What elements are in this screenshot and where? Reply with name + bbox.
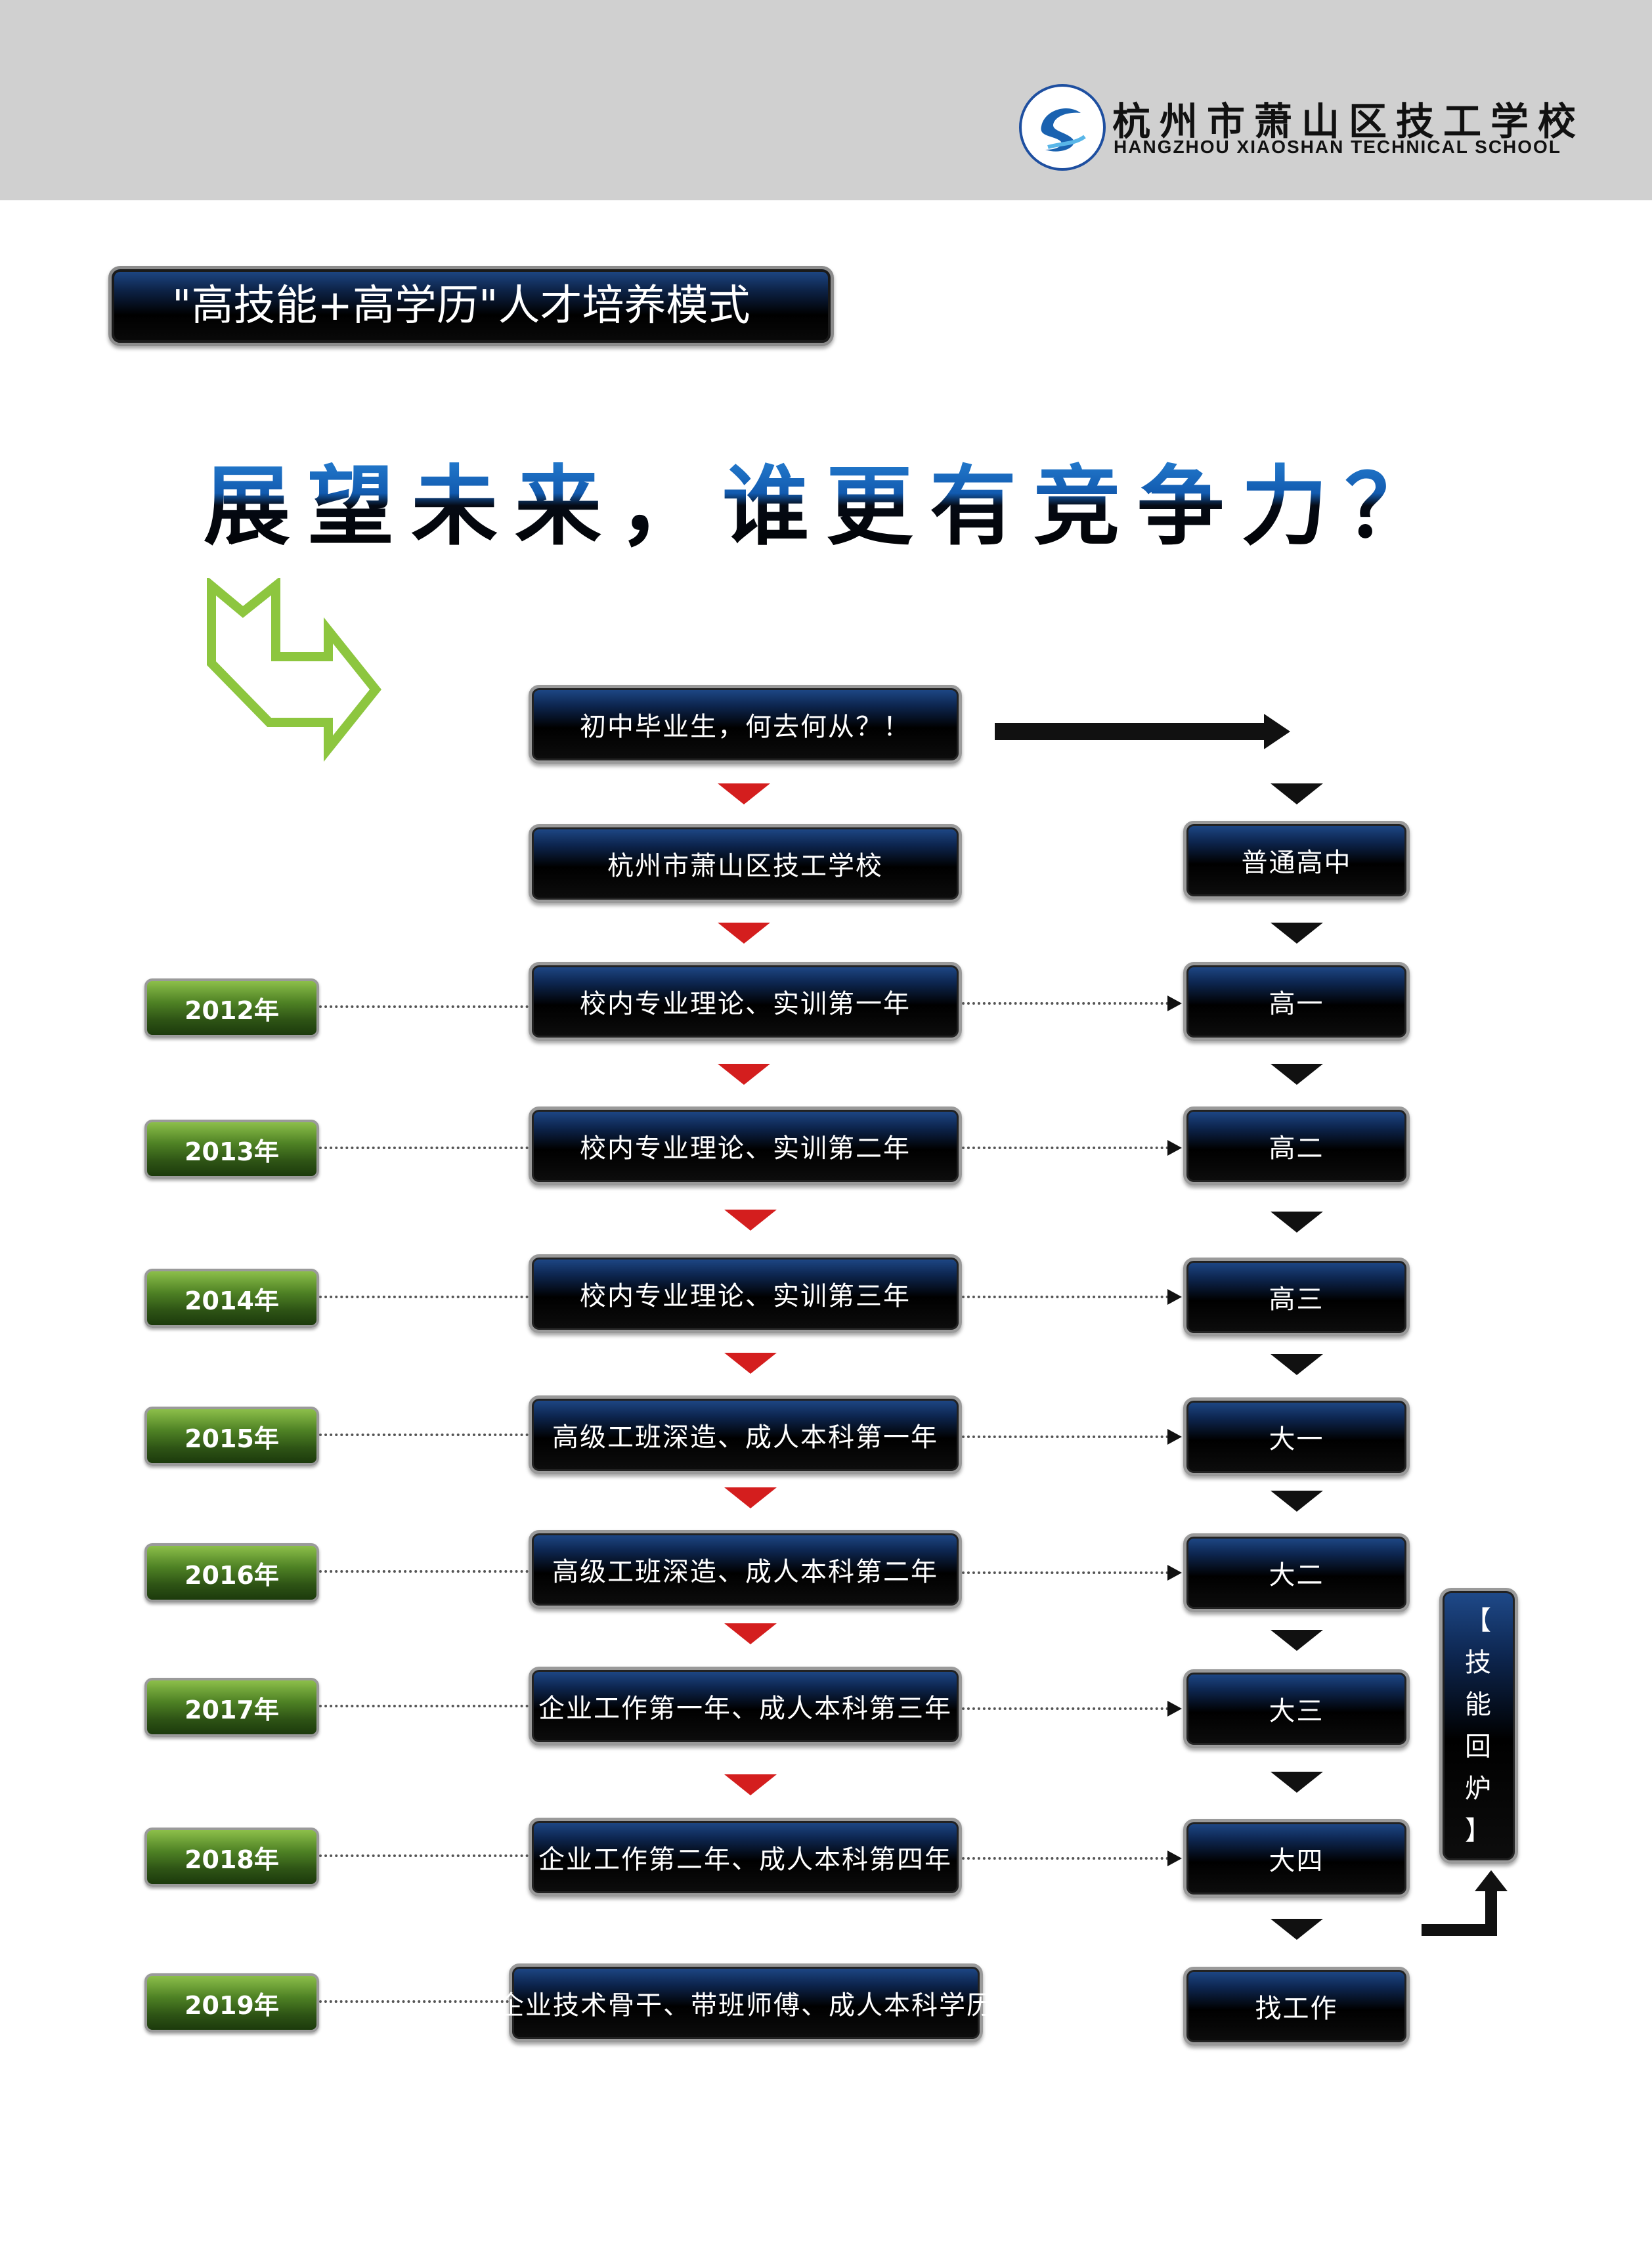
skill-return-char: 技 — [1465, 1648, 1492, 1678]
year-label-2017: 2017年 — [144, 1678, 319, 1737]
connector-dotted — [319, 1854, 529, 1857]
year-label-2016: 2016年 — [144, 1543, 319, 1602]
year-label-2013: 2013年 — [144, 1120, 319, 1179]
connector-dotted — [962, 1707, 1169, 1710]
down-arrow-black — [1271, 783, 1323, 804]
header-band — [0, 0, 1652, 200]
start-node: 初中毕业生，何去何从？！ — [529, 685, 962, 764]
arrow-to-high-school — [995, 723, 1277, 740]
year-label-2015: 2015年 — [144, 1407, 319, 1466]
skill-return-arrow-head — [1475, 1870, 1508, 1891]
connector-dotted — [319, 1705, 529, 1707]
left-step-6: 企业工作第一年、成人本科第三年 — [529, 1667, 962, 1745]
skill-return-arrow-h — [1422, 1924, 1497, 1936]
connector-dotted — [962, 1435, 1169, 1438]
connector-arrowhead — [1167, 1140, 1182, 1156]
skill-return-box: 【 技 能 回 炉 】 — [1439, 1588, 1518, 1864]
connector-dotted — [962, 1857, 1169, 1860]
connector-dotted — [319, 1434, 529, 1436]
down-arrow-black — [1271, 1919, 1323, 1940]
down-arrow-black — [1271, 1354, 1323, 1375]
down-arrow-red — [718, 1064, 770, 1085]
technical-school-node: 杭州市萧山区技工学校 — [529, 824, 962, 903]
left-step-3: 校内专业理论、实训第三年 — [529, 1254, 962, 1333]
connector-dotted — [962, 1296, 1169, 1298]
right-step-6: 大三 — [1183, 1669, 1410, 1748]
left-step-8: 企业技术骨干、带班师傅、成人本科学历 — [498, 1963, 993, 2042]
high-school-node: 普通高中 — [1183, 821, 1410, 900]
down-arrow-black — [1271, 923, 1323, 944]
connector-dotted — [319, 1296, 529, 1298]
right-step-4: 大一 — [1183, 1397, 1410, 1476]
skill-return-arrow-v — [1485, 1888, 1497, 1936]
connector-dotted — [962, 1571, 1169, 1574]
year-label-2018: 2018年 — [144, 1828, 319, 1887]
year-label-2019: 2019年 — [144, 1973, 319, 2032]
connector-dotted — [962, 1002, 1169, 1005]
year-label-2012: 2012年 — [144, 978, 319, 1038]
year-label-2014: 2014年 — [144, 1269, 319, 1328]
skill-return-char: 【 — [1465, 1606, 1492, 1636]
green-arrow-icon — [207, 578, 381, 762]
school-name-en: HANGZHOU XIAOSHAN TECHNICAL SCHOOL — [1114, 137, 1561, 157]
school-logo-icon — [1019, 84, 1106, 171]
down-arrow-red — [724, 1210, 777, 1231]
connector-arrowhead — [1167, 1851, 1182, 1866]
school-name-cn: 杭州市萧山区技工学校 — [1112, 99, 1586, 144]
right-step-8: 找工作 — [1183, 1967, 1410, 2046]
left-step-4: 高级工班深造、成人本科第一年 — [529, 1395, 962, 1474]
connector-dotted — [319, 1147, 529, 1149]
connector-dotted — [319, 1570, 529, 1573]
section-title: "高技能+高学历"人才培养模式 — [108, 266, 834, 346]
arrow-to-high-school-head — [1264, 714, 1290, 749]
down-arrow-red — [724, 1487, 777, 1508]
down-arrow-black — [1271, 1212, 1323, 1233]
right-step-3: 高三 — [1183, 1258, 1410, 1336]
skill-return-char: 炉 — [1465, 1774, 1492, 1804]
down-arrow-red — [718, 783, 770, 804]
connector-dotted — [319, 2000, 509, 2003]
connector-arrowhead — [1167, 1701, 1182, 1717]
down-arrow-red — [724, 1623, 777, 1644]
connector-arrowhead — [1167, 996, 1182, 1011]
left-step-1: 校内专业理论、实训第一年 — [529, 962, 962, 1041]
connector-arrowhead — [1167, 1565, 1182, 1581]
left-step-2: 校内专业理论、实训第二年 — [529, 1107, 962, 1185]
right-step-1: 高一 — [1183, 962, 1410, 1041]
down-arrow-red — [724, 1353, 777, 1374]
connector-dotted — [962, 1147, 1169, 1149]
left-step-5: 高级工班深造、成人本科第二年 — [529, 1530, 962, 1609]
right-step-2: 高二 — [1183, 1107, 1410, 1185]
down-arrow-black — [1271, 1630, 1323, 1651]
down-arrow-black — [1271, 1772, 1323, 1793]
right-step-7: 大四 — [1183, 1819, 1410, 1898]
down-arrow-black — [1271, 1064, 1323, 1085]
connector-arrowhead — [1167, 1289, 1182, 1305]
connector-arrowhead — [1167, 1429, 1182, 1445]
headline: 展望未来，谁更有竞争力？ — [0, 437, 1652, 562]
connector-dotted — [319, 1005, 529, 1008]
right-step-5: 大二 — [1183, 1533, 1410, 1612]
skill-return-char: 能 — [1465, 1690, 1492, 1720]
down-arrow-black — [1271, 1491, 1323, 1512]
skill-return-char: 回 — [1465, 1732, 1492, 1762]
down-arrow-red — [724, 1774, 777, 1795]
skill-return-char: 】 — [1465, 1816, 1492, 1846]
down-arrow-red — [718, 923, 770, 944]
left-step-7: 企业工作第二年、成人本科第四年 — [529, 1818, 962, 1896]
